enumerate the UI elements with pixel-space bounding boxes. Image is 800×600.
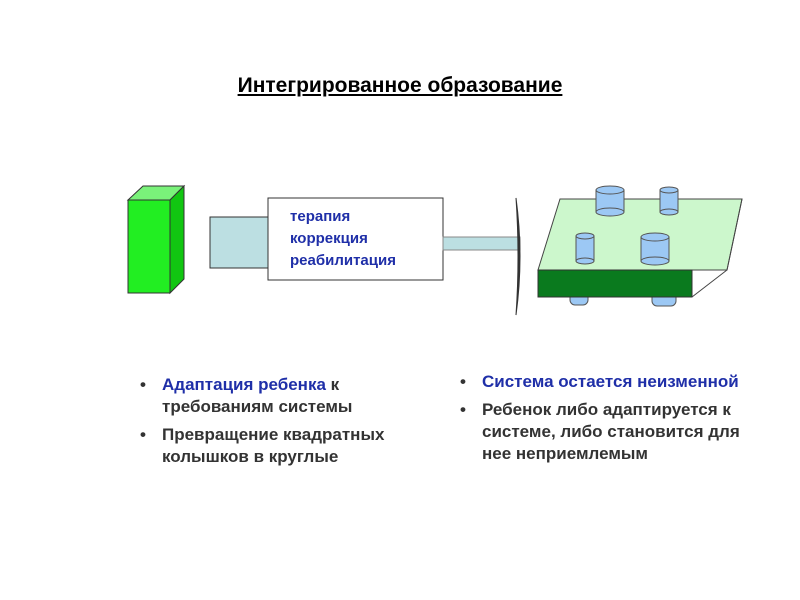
input-connector: [209, 216, 269, 269]
bullet-item: Система остается неизменной: [458, 371, 758, 393]
arrowhead-icon: [515, 197, 521, 316]
box-line: реабилитация: [290, 252, 396, 269]
output-connector: [442, 236, 521, 251]
bullet-highlight: Система остается неизменной: [482, 372, 739, 391]
right-bullets: Система остается неизменной Ребенок либо…: [458, 371, 758, 471]
slide-title: Интегрированное образование: [237, 74, 563, 97]
bullet-text: Ребенок либо адаптируется к системе, либ…: [482, 400, 740, 463]
left-bullets: Адаптация ребенка к требованиям системы …: [138, 374, 428, 474]
therapy-box-text: терапия коррекция реабилитация: [290, 206, 396, 272]
round-hole-platform: [537, 185, 743, 307]
bullet-text: к требованиям системы: [162, 375, 353, 416]
square-peg: [126, 184, 186, 295]
bullet-item: Ребенок либо адаптируется к системе, либ…: [458, 399, 758, 465]
box-line: терапия: [290, 208, 351, 225]
box-line: коррекция: [290, 230, 368, 247]
bullet-highlight: Адаптация ребенка: [162, 375, 326, 394]
bullet-text: Превращение квадратных колышков в круглы…: [162, 425, 385, 466]
therapy-box: [267, 197, 444, 281]
bullet-item: Адаптация ребенка к требованиям системы: [138, 374, 428, 418]
bullet-item: Превращение квадратных колышков в круглы…: [138, 424, 428, 468]
